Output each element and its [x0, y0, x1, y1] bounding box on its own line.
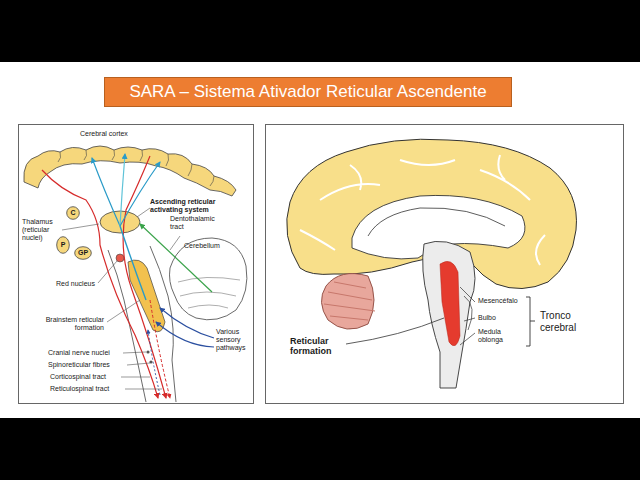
title-box: SARA – Sistema Ativador Reticular Ascend… [104, 77, 512, 107]
leader-line [121, 377, 150, 378]
spinoreticular-fibre [148, 330, 160, 395]
cerebellar-folia [178, 277, 240, 308]
aras-fibre [120, 154, 125, 226]
anatomy-label: Tronco cerebral [540, 310, 592, 333]
structure-node: C [66, 206, 80, 220]
brainstem [423, 241, 475, 388]
aras-fibre [120, 162, 160, 226]
leader-line [464, 318, 475, 321]
structure-node: GP [74, 246, 92, 260]
anatomy-label: Reticulospinal tract [50, 385, 109, 393]
aras-fibre [120, 226, 146, 300]
cerebellum [170, 238, 247, 320]
cranial-nucleus-dot [146, 350, 149, 353]
red-nucleus [116, 254, 124, 262]
corticospinal-fibre [123, 156, 166, 398]
bracket [526, 297, 535, 346]
leader-line [62, 224, 99, 230]
structure-letter: GP [78, 249, 88, 257]
structure-outline [67, 207, 80, 220]
reticulospinal-fibre [150, 300, 170, 398]
leader-line [107, 300, 140, 322]
leader-line [460, 333, 475, 345]
structure-letter: P [61, 241, 66, 249]
anatomy-label: Cranial nerve nuclei [48, 349, 110, 357]
leader-line [127, 363, 150, 365]
leader-line [137, 208, 150, 217]
anatomy-label: Bulbo [478, 314, 496, 322]
structure-outline [57, 237, 70, 254]
pons-contour [464, 296, 472, 330]
leader-line [125, 389, 162, 390]
title-text: SARA – Sistema Ativador Reticular Ascend… [129, 82, 486, 102]
dentothalamic-fibre [140, 224, 212, 292]
cerebellum [321, 274, 374, 330]
leader-line [98, 261, 117, 283]
anatomy-label: Dentothalamic tract [170, 215, 222, 231]
anatomy-label: Cerebral cortex [80, 130, 128, 138]
corpus-callosum-line [368, 208, 505, 236]
structure-outline [75, 247, 92, 260]
gyri [300, 155, 545, 265]
aras-fibre [92, 158, 120, 226]
anatomy-label: Ascending reticular activating system [150, 198, 230, 214]
cerebellar-folia [324, 282, 375, 320]
cerebral-cortex [24, 146, 236, 196]
anatomy-label: Various sensory pathways [216, 328, 250, 352]
anatomy-label: Red nucleus [56, 280, 95, 288]
structure-letter: C [70, 209, 75, 217]
anatomy-label: Spinoreticular fibres [48, 361, 110, 369]
anatomy-label: Corticospinal tract [50, 373, 106, 381]
slide-ground [0, 62, 640, 418]
leader-line [460, 287, 475, 302]
sensory-fibre [160, 308, 214, 338]
reticular-formation [440, 261, 460, 346]
cortex-sulci [58, 150, 214, 186]
leader-line [123, 352, 146, 353]
sensory-fibre [156, 322, 214, 347]
leader-line [170, 236, 180, 250]
panel-frame [266, 125, 624, 404]
anatomy-label: Cerebellum [184, 242, 220, 250]
anatomy-label: Mesencéfalo [478, 297, 518, 305]
anatomy-label: Brainstem reticular formation [40, 316, 104, 332]
leader-line [346, 318, 444, 344]
corticospinal-fibre [42, 170, 158, 398]
structure-node: P [56, 236, 70, 254]
panel-frame [19, 125, 254, 404]
anatomy-label: Reticular formation [290, 336, 346, 357]
anatomy-label: Thalamus (reticular nuclei) [22, 218, 62, 242]
anatomy-label: Medula oblonga [478, 328, 510, 344]
